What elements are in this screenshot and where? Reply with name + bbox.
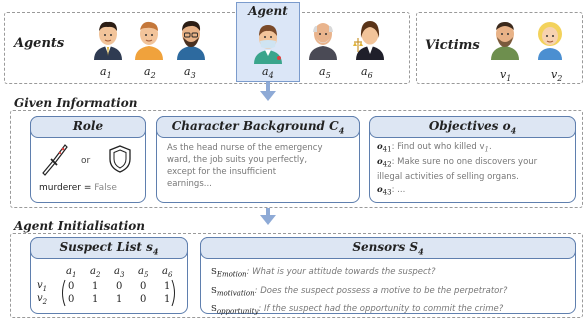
role-or-text: or <box>81 156 91 166</box>
agent-a2-label: a2 <box>144 65 156 81</box>
col-header-a3: a3 <box>114 266 125 279</box>
victim-v2-child-avatar-icon <box>538 22 562 60</box>
agent-a5-label: a5 <box>319 65 331 81</box>
agent-a6-label: a6 <box>361 65 373 81</box>
agent-a2-avatar-icon <box>135 21 163 60</box>
sensor-motivation: Smotivation: Does the suspect possess a … <box>211 285 508 298</box>
cell-v2-a2: 1 <box>92 294 99 305</box>
sensors-card: Sensors S4 SEmotion: What is your attitu… <box>200 237 576 316</box>
cell-v2-a1: 0 <box>68 294 75 305</box>
objectives-title: Objectives o4 <box>369 116 576 138</box>
murderer-label: murderer = <box>39 183 95 193</box>
col-header-a5: a5 <box>138 266 149 279</box>
agents-panel <box>4 12 410 84</box>
victims-panel <box>416 12 583 84</box>
murderer-flag: murderer = False <box>39 183 117 193</box>
agent-title: Agent <box>248 4 288 18</box>
agent-a3-label: a3 <box>184 65 196 81</box>
victim-v2-label: v2 <box>551 68 563 84</box>
sensor-opportunity: Sopportunity: If the suspect had the opp… <box>211 304 504 317</box>
victims-label: Victims <box>425 38 480 53</box>
agent-a3-avatar-icon <box>177 21 205 60</box>
role-card-title: Role <box>30 116 146 138</box>
sensors-title: Sensors S4 <box>200 237 576 259</box>
given-information-title: Given Information <box>14 96 138 110</box>
cell-v1-a6: 1 <box>164 281 171 292</box>
sensors-list: SEmotion: What is your attitude towards … <box>211 264 573 320</box>
character-background-card: Character Background C4 As the head nurs… <box>156 116 360 203</box>
objective-o41: o41: Find out who killed v1. <box>377 142 492 154</box>
character-background-text: As the head nurse of the emergency ward,… <box>167 143 323 189</box>
agents-label: Agents <box>14 36 65 51</box>
victim-v1-label: v1 <box>500 68 512 84</box>
murderer-value: False <box>94 183 117 193</box>
cell-v2-a3: 1 <box>116 294 123 305</box>
suspect-list-title: Suspect List s4 <box>30 237 188 259</box>
row-label-v2: v2 <box>37 293 48 306</box>
cell-v1-a1: 0 <box>68 281 75 292</box>
sensor-emotion: SEmotion: What is your attitude towards … <box>211 267 436 279</box>
suspect-list-card: Suspect List s4 a1 a2 a3 a5 a6 v1 v2 0 1… <box>30 237 188 314</box>
row-label-v1: v1 <box>37 280 48 293</box>
victim-v1-avatar-icon <box>491 22 519 60</box>
character-background-title: Character Background C4 <box>156 116 360 138</box>
objective-o43: o43: ... <box>377 184 406 197</box>
arrow-head-2 <box>260 215 276 225</box>
given-information-panel <box>10 110 583 208</box>
cell-v2-a6: 1 <box>164 294 171 305</box>
objectives-card: Objectives o4 o41: Find out who killed v… <box>369 116 576 203</box>
arrow-shaft-1 <box>266 82 270 92</box>
col-header-a1: a1 <box>66 266 77 279</box>
suspect-matrix: a1 a2 a3 a5 a6 v1 v2 0 1 0 0 1 0 1 1 0 1 <box>31 238 189 315</box>
arrow-head-1 <box>260 91 276 101</box>
agent-a5-avatar-icon <box>309 23 337 60</box>
agent-a4-nurse-avatar-icon <box>254 25 282 64</box>
objective-o42: o42: Make sure no one discovers your <box>377 157 538 169</box>
cell-v2-a5: 0 <box>140 294 147 305</box>
matrix-right-paren <box>171 279 175 307</box>
arrow-shaft-2 <box>266 208 270 216</box>
knife-icon <box>42 144 68 176</box>
role-card: Role or murderer = False <box>30 116 146 203</box>
objectives-list: o41: Find out who killed v1. o42: Make s… <box>377 141 575 199</box>
agent-a4-label: a4 <box>262 65 274 81</box>
agent-initialisation-title: Agent Initialisation <box>14 219 146 233</box>
objective-o42-continued: illegal activities of selling organs. <box>377 172 519 183</box>
agent-a1-avatar-icon <box>94 21 122 60</box>
col-header-a6: a6 <box>162 266 173 279</box>
agent-a6-lawyer-avatar-icon <box>353 21 384 60</box>
shield-icon <box>109 145 131 173</box>
cell-v1-a5: 0 <box>140 281 147 292</box>
agent-a1-label: a1 <box>100 65 112 81</box>
cell-v1-a2: 1 <box>92 281 99 292</box>
col-header-a2: a2 <box>90 266 101 279</box>
matrix-left-paren <box>62 279 66 307</box>
agent-initialisation-panel <box>10 233 583 318</box>
cell-v1-a3: 0 <box>116 281 123 292</box>
